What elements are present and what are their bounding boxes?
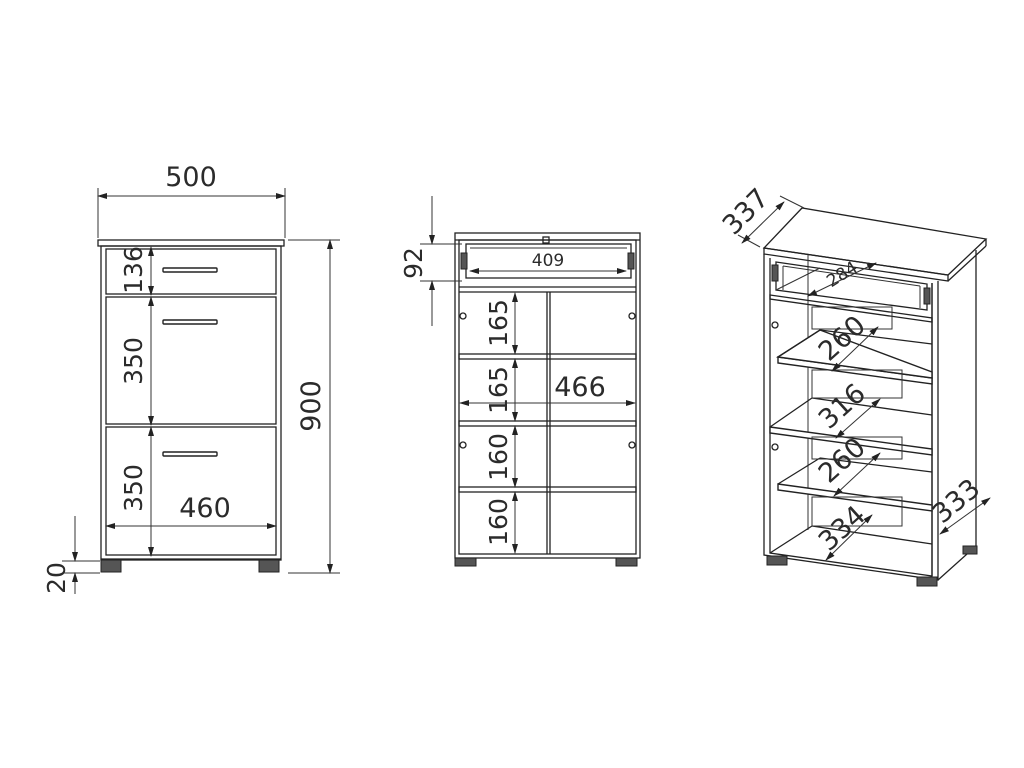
inner-width-label: 460 — [179, 493, 231, 524]
open-left-foot — [454, 557, 477, 567]
front-view: 500 900 136 350 350 460 20 — [42, 162, 340, 594]
drawer-height-label: 136 — [119, 246, 148, 294]
depth-label: 337 — [717, 183, 775, 241]
shelf-gap-4-label: 160 — [484, 498, 513, 546]
persp-runner-left — [771, 264, 779, 282]
shelf-gap-2-label: 165 — [484, 366, 513, 414]
shelf-gap-1-label: 165 — [484, 299, 513, 347]
bottom-depth-label: 334 — [813, 500, 872, 558]
shelf-depth-2-label: 316 — [813, 378, 872, 436]
persp-runner-right — [923, 287, 931, 305]
drawer-runner-left — [460, 252, 468, 270]
open-inner-width-label: 466 — [554, 372, 606, 403]
open-drawer-height-label: 92 — [399, 247, 428, 279]
persp-left-foot — [766, 555, 788, 566]
drawer-handle — [162, 267, 218, 273]
side-depth-label: 333 — [927, 473, 986, 530]
drawer-runner-right — [627, 252, 635, 270]
front-right-foot — [258, 559, 280, 573]
foot-height-label: 20 — [42, 562, 71, 594]
persp-shelf-2 — [769, 426, 933, 456]
shelf-2 — [458, 420, 637, 427]
shelf-1 — [458, 353, 637, 360]
lower-door-handle — [162, 451, 218, 457]
upper-door-handle — [162, 319, 218, 325]
drawer-inner-width-label: 409 — [532, 251, 564, 271]
drawer-depth-label: 284 — [823, 258, 861, 292]
lower-door-height-label: 350 — [119, 464, 148, 512]
depth-dimension-line — [741, 201, 785, 244]
upper-door-height-label: 350 — [119, 337, 148, 385]
shelf-3 — [458, 486, 637, 493]
front-left-foot — [100, 559, 122, 573]
open-right-foot — [615, 557, 638, 567]
persp-right-foot — [916, 576, 938, 587]
perspective-view: 337 284 260 316 260 334 333 — [717, 183, 991, 587]
open-view: 92 409 165 165 160 160 466 — [399, 196, 641, 567]
shelf-gap-3-label: 160 — [484, 433, 513, 481]
height-label: 900 — [296, 380, 327, 432]
width-label: 500 — [165, 162, 217, 193]
